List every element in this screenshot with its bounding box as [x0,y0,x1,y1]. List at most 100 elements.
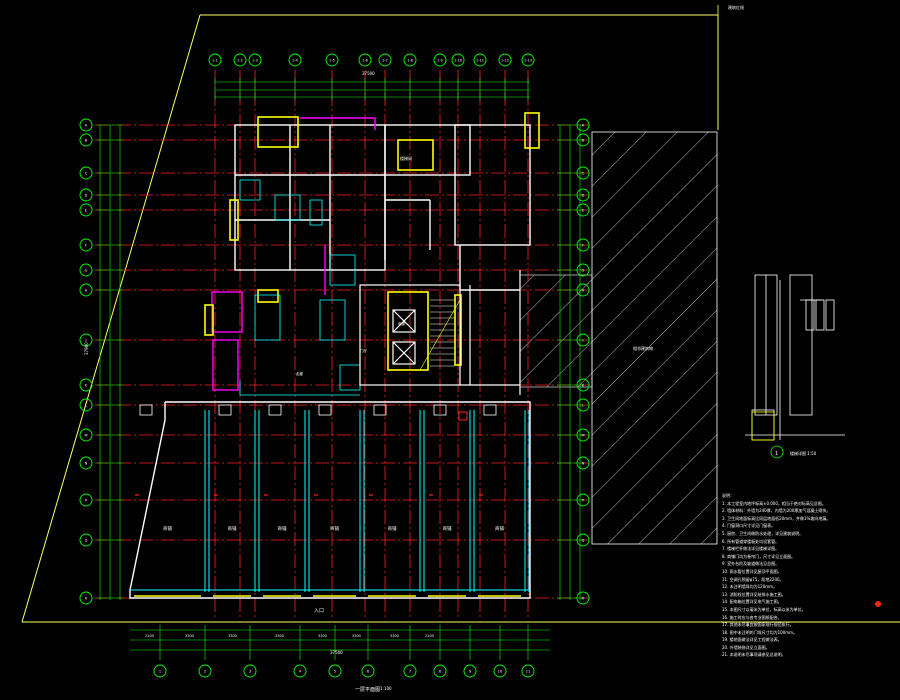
stair-core [359,270,521,395]
north-point-label: 建筑红线 [728,4,744,10]
svg-text:1-7: 1-7 [382,59,388,63]
shop-block-walls [129,401,531,599]
note-item: 21. 本说明未尽事项请参见总说明。 [722,652,786,658]
svg-text:1-4: 1-4 [292,59,298,63]
axis-bubble-left: F [79,238,93,252]
svg-text:F: F [582,244,584,248]
axis-bubble-top: 1-2 [233,53,247,67]
axis-bubble-right: D [576,188,590,202]
note-item: 6. 所有管道穿楼板处均设套管。 [722,538,780,544]
shop-label: 商铺 [228,525,237,532]
axis-bubble-left: M [79,428,93,442]
stair-label: 楼梯间 [400,155,412,161]
bottom-dim-label: 3300 [228,634,237,638]
shop-label: 商铺 [163,525,172,532]
axis-bubble-right: P [576,493,590,507]
svg-text:J: J [581,339,583,343]
shop-wc [268,404,282,416]
axis-bubble-top: 1-8 [403,53,417,67]
axis-bubble-top: 1-6 [358,53,372,67]
axis-bubble-left: B [79,133,93,147]
svg-text:3: 3 [249,670,251,674]
svg-text:K: K [582,384,585,388]
note-item: 11. 空调孔预留φ75，距地2200。 [722,576,784,582]
svg-text:G: G [85,269,88,273]
shop-wc [218,404,232,416]
axis-bubble-top: 1-11 [473,53,487,67]
notes-list: 1. 本工程室内地坪标高±0.000，相当于绝对标高见总图。2. 墙体材料：外墙… [722,500,892,659]
axis-bubble-right: J [576,333,590,347]
svg-text:2: 2 [204,670,206,674]
svg-text:4: 4 [299,670,302,674]
svg-text:1-8: 1-8 [407,59,413,63]
svg-text:9: 9 [469,670,471,674]
svg-text:L: L [85,404,87,408]
svg-text:1-10: 1-10 [454,59,462,63]
svg-text:B: B [582,139,585,143]
axis-bubble-bottom: 7 [403,664,417,678]
axis-bubble-right: G [576,263,590,277]
stair-steps [419,299,461,371]
axis-bubble-left: R [79,591,93,605]
svg-text:J: J [84,339,86,343]
axis-bubble-left: E [79,203,93,217]
balcony-outlines [211,117,376,391]
axis-bubble-bottom: 4 [293,664,307,678]
axis-bubble-left: L [79,398,93,412]
cyan-fixtures [239,179,361,396]
axis-bubble-right: H [576,283,590,297]
svg-text:M: M [84,434,87,438]
axis-bubble-bottom: 9 [463,664,477,678]
axis-bubble-right: F [576,238,590,252]
svg-text:N: N [85,462,88,466]
svg-text:N: N [582,462,585,466]
design-notes: 说明： 1. 本工程室内地坪标高±0.000，相当于绝对标高见总图。2. 墙体材… [722,492,892,659]
shop-partitions [130,410,530,592]
svg-text:10: 10 [498,670,502,674]
axis-bubble-left: G [79,263,93,277]
dimension-lines [97,78,583,660]
axis-bubble-right: M [576,428,590,442]
note-item: 19. 楼地面做法详见工程做法表。 [722,637,782,643]
svg-text:B: B [85,139,88,143]
svg-text:1-12: 1-12 [501,59,509,63]
bottom-total-dim: 37500 [330,650,343,655]
svg-text:P: P [582,499,584,503]
red-marker [875,601,881,607]
axis-bubble-right: R [576,591,590,605]
bottom-dim-label: 3300 [185,634,194,638]
shop-wc [139,404,153,416]
axis-bubble-top: 1-3 [248,53,262,67]
shop-label: 商铺 [278,525,287,532]
note-item: 15. 本图尺寸以毫米为单位，标高以米为单位。 [722,606,806,612]
note-item: 17. 其他未尽事宜按国家现行规范执行。 [722,622,794,628]
axis-bubble-left: D [79,188,93,202]
bottom-dim-label: 2100 [145,634,154,638]
svg-text:E: E [85,209,87,213]
svg-text:7: 7 [409,670,411,674]
axis-bubble-bottom: 2 [198,664,212,678]
note-item: 10. 雨水管位置详见屋顶平面图。 [722,568,782,574]
axis-bubble-top: 1-12 [498,53,512,67]
top-total-dim: 37500 [362,71,375,76]
svg-text:1-3: 1-3 [252,59,258,63]
axis-bubble-bottom: 10 [493,664,507,678]
note-item: 13. 消防栓位置详见给排水施工图。 [722,591,786,597]
note-item: 12. 未注明墙垛均为120mm。 [722,584,778,590]
note-item: 8. 商铺门均为卷帘门，尺寸详见立面图。 [722,553,796,559]
svg-text:1: 1 [159,670,161,674]
fire-hydrant-marker [458,411,468,421]
axis-bubble-left: K [79,378,93,392]
svg-text:8: 8 [439,670,441,674]
upper-block-walls [234,124,531,291]
axis-bubble-right: L [576,398,590,412]
axis-bubble-top: 1-5 [325,53,339,67]
elevator-label: 电梯 [398,321,406,326]
axis-bubble-left: P [79,493,93,507]
axis-bubble-right: E [576,203,590,217]
shop-label: 商铺 [495,525,504,532]
axis-bubble-right: K [576,378,590,392]
lobby-label: 门厅 [360,348,368,353]
detail-number-bubble [770,445,784,459]
axis-bubble-left: H [79,283,93,297]
